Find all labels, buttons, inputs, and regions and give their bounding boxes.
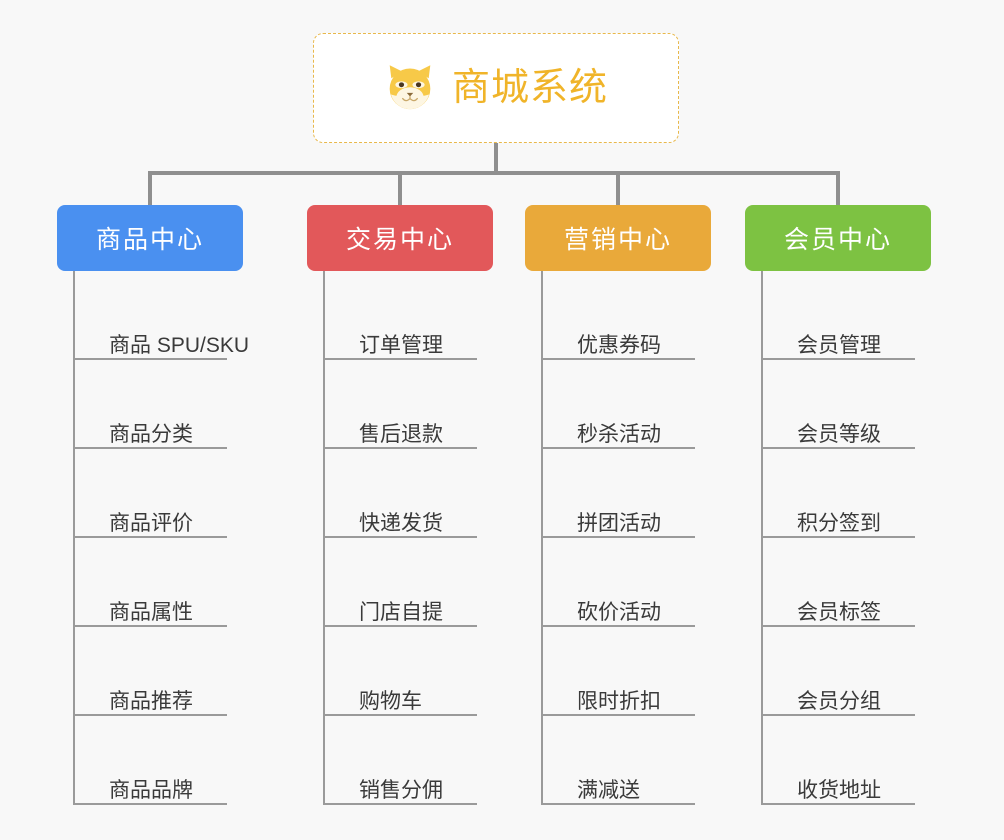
- connector-horizontal-bus: [148, 171, 840, 175]
- child-label: 门店自提: [359, 600, 443, 624]
- list-item[interactable]: 拼团活动: [543, 449, 695, 538]
- child-label: 订单管理: [359, 333, 443, 357]
- root-node[interactable]: 商城系统: [313, 33, 679, 143]
- list-item[interactable]: 商品品牌: [75, 716, 227, 805]
- child-label: 商品评价: [109, 511, 193, 535]
- child-list-product-center: 商品 SPU/SKU 商品分类 商品评价 商品属性 商品推荐 商品品牌: [73, 271, 249, 805]
- child-label: 会员管理: [797, 333, 881, 357]
- child-label: 限时折扣: [577, 689, 661, 713]
- child-list-trade-center: 订单管理 售后退款 快递发货 门店自提 购物车 销售分佣: [323, 271, 493, 805]
- list-item[interactable]: 秒杀活动: [543, 360, 695, 449]
- child-label: 收货地址: [797, 778, 881, 802]
- category-label: 交易中心: [345, 226, 454, 254]
- list-item[interactable]: 商品 SPU/SKU: [75, 271, 249, 360]
- shiba-dog-icon: [389, 65, 431, 110]
- list-item[interactable]: 会员等级: [763, 360, 915, 449]
- list-item[interactable]: 售后退款: [325, 360, 477, 449]
- child-label: 快递发货: [359, 511, 443, 535]
- child-label: 秒杀活动: [577, 422, 661, 446]
- list-item[interactable]: 限时折扣: [543, 627, 695, 716]
- branch-column-1: 商品中心 商品 SPU/SKU 商品分类 商品评价 商品属性 商品推荐 商品品牌: [57, 205, 249, 805]
- list-item[interactable]: 砍价活动: [543, 538, 695, 627]
- root-title: 商城系统: [451, 67, 608, 109]
- child-label: 商品 SPU/SKU: [109, 333, 250, 357]
- category-label: 会员中心: [783, 226, 892, 254]
- list-item[interactable]: 会员管理: [763, 271, 915, 360]
- category-label: 商品中心: [95, 226, 204, 254]
- list-item[interactable]: 会员标签: [763, 538, 915, 627]
- branch-column-4: 会员中心 会员管理 会员等级 积分签到 会员标签 会员分组 收货地址: [745, 205, 931, 805]
- child-label: 积分签到: [797, 511, 881, 535]
- child-label: 售后退款: [359, 422, 443, 446]
- connector-drop-1: [148, 171, 152, 205]
- category-label: 营销中心: [563, 226, 672, 254]
- category-node-trade-center[interactable]: 交易中心: [307, 205, 493, 271]
- list-item[interactable]: 收货地址: [763, 716, 915, 805]
- connector-drop-3: [616, 171, 620, 205]
- list-item[interactable]: 满减送: [543, 716, 695, 805]
- category-node-marketing-center[interactable]: 营销中心: [525, 205, 711, 271]
- child-label: 商品分类: [109, 422, 193, 446]
- child-label: 销售分佣: [359, 778, 443, 802]
- list-item[interactable]: 商品推荐: [75, 627, 227, 716]
- connector-drop-4: [836, 171, 840, 205]
- list-item[interactable]: 积分签到: [763, 449, 915, 538]
- child-label: 会员等级: [797, 422, 881, 446]
- list-item[interactable]: 快递发货: [325, 449, 477, 538]
- child-label: 商品推荐: [109, 689, 193, 713]
- child-label: 商品品牌: [109, 778, 193, 802]
- child-label: 砍价活动: [577, 600, 661, 624]
- child-list-member-center: 会员管理 会员等级 积分签到 会员标签 会员分组 收货地址: [761, 271, 931, 805]
- child-label: 会员分组: [797, 689, 881, 713]
- list-item[interactable]: 门店自提: [325, 538, 477, 627]
- list-item[interactable]: 购物车: [325, 627, 477, 716]
- list-item[interactable]: 商品属性: [75, 538, 227, 627]
- branch-column-2: 交易中心 订单管理 售后退款 快递发货 门店自提 购物车 销售分佣: [307, 205, 493, 805]
- child-label: 购物车: [359, 689, 422, 713]
- connector-drop-2: [398, 171, 402, 205]
- child-list-marketing-center: 优惠券码 秒杀活动 拼团活动 砍价活动 限时折扣 满减送: [541, 271, 711, 805]
- child-label: 拼团活动: [577, 511, 661, 535]
- list-item[interactable]: 订单管理: [325, 271, 477, 360]
- branch-column-3: 营销中心 优惠券码 秒杀活动 拼团活动 砍价活动 限时折扣 满减送: [525, 205, 711, 805]
- list-item[interactable]: 销售分佣: [325, 716, 477, 805]
- child-label: 会员标签: [797, 600, 881, 624]
- category-node-member-center[interactable]: 会员中心: [745, 205, 931, 271]
- child-label: 优惠券码: [577, 333, 661, 357]
- list-item[interactable]: 商品评价: [75, 449, 227, 538]
- connector-root-stem: [494, 143, 498, 173]
- list-item[interactable]: 优惠券码: [543, 271, 695, 360]
- category-node-product-center[interactable]: 商品中心: [57, 205, 243, 271]
- list-item[interactable]: 商品分类: [75, 360, 227, 449]
- list-item[interactable]: 会员分组: [763, 627, 915, 716]
- child-label: 满减送: [577, 778, 640, 802]
- child-label: 商品属性: [109, 600, 193, 624]
